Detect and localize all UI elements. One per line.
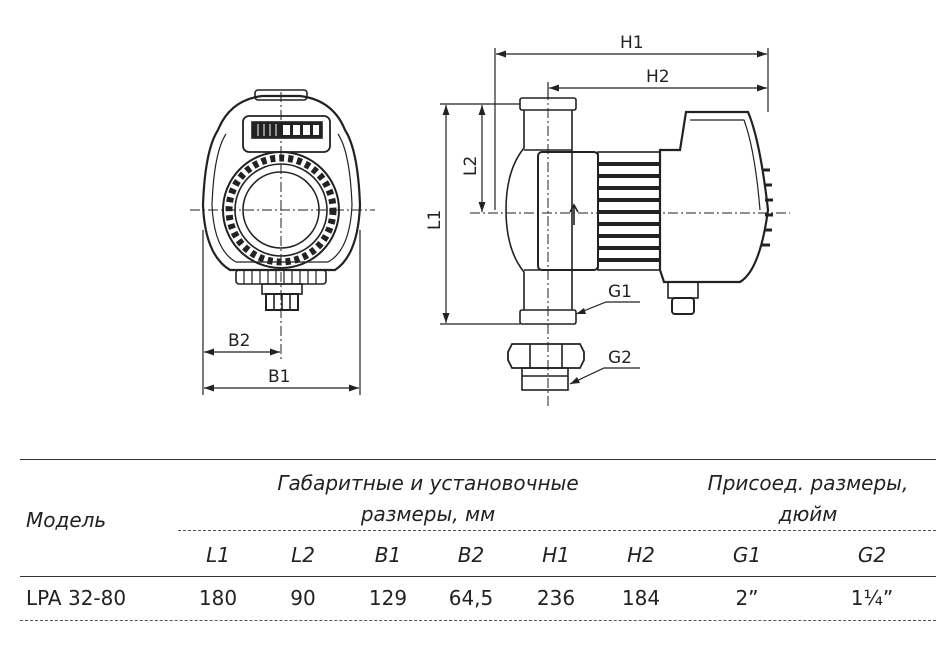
front-centerlines bbox=[190, 92, 375, 360]
b-dimension-lines bbox=[202, 230, 361, 395]
cell-g1: 2” bbox=[735, 586, 759, 610]
table-bottom-rule bbox=[20, 620, 936, 621]
side-centerlines bbox=[470, 90, 790, 408]
model-header: Модель bbox=[26, 508, 107, 532]
conn-header-line1: Присоед. размеры, bbox=[707, 471, 909, 495]
g-leader-lines bbox=[569, 301, 640, 385]
column-header-g2: G2 bbox=[857, 543, 887, 567]
label-g2: G2 bbox=[608, 348, 632, 368]
pump-side-view bbox=[505, 97, 773, 391]
pump-dimension-drawing: H1 H2 L1 L2 B2 B1 G1 G2 bbox=[190, 33, 790, 408]
header-bottom-rule bbox=[20, 576, 936, 577]
label-g1: G1 bbox=[608, 282, 632, 302]
conn-header-line2: дюйм bbox=[778, 502, 838, 526]
h-dimension-lines bbox=[494, 48, 769, 210]
cell-l2: 90 bbox=[290, 586, 316, 610]
column-header-g1: G1 bbox=[732, 543, 762, 567]
column-header-l1: L1 bbox=[206, 543, 230, 567]
cell-b2: 64,5 bbox=[448, 586, 494, 610]
cell-g2: 1¼” bbox=[850, 586, 894, 610]
column-header-l2: L2 bbox=[291, 543, 315, 567]
label-l2: L2 bbox=[461, 156, 481, 176]
label-l1: L1 bbox=[425, 210, 445, 230]
cell-h1: 236 bbox=[536, 586, 576, 610]
label-b1: B1 bbox=[268, 367, 290, 387]
header-mid-rule bbox=[178, 530, 936, 531]
column-header-b1: B1 bbox=[374, 543, 402, 567]
table-top-rule bbox=[20, 459, 936, 460]
dims-header-line2: размеры, мм bbox=[360, 502, 496, 526]
label-b2: B2 bbox=[228, 331, 250, 351]
cell-h2: 184 bbox=[621, 586, 661, 610]
column-header-b2: B2 bbox=[457, 543, 485, 567]
column-header-h2: H2 bbox=[627, 543, 655, 567]
cell-b1: 129 bbox=[368, 586, 408, 610]
dims-header-line1: Габаритные и установочные bbox=[277, 471, 579, 495]
cell-l1: 180 bbox=[198, 586, 238, 610]
label-h2: H2 bbox=[646, 67, 670, 87]
row-model: LPA 32-80 bbox=[26, 586, 127, 610]
label-h1: H1 bbox=[620, 33, 644, 53]
l-dimension-lines bbox=[440, 103, 520, 325]
column-header-h1: H1 bbox=[542, 543, 570, 567]
